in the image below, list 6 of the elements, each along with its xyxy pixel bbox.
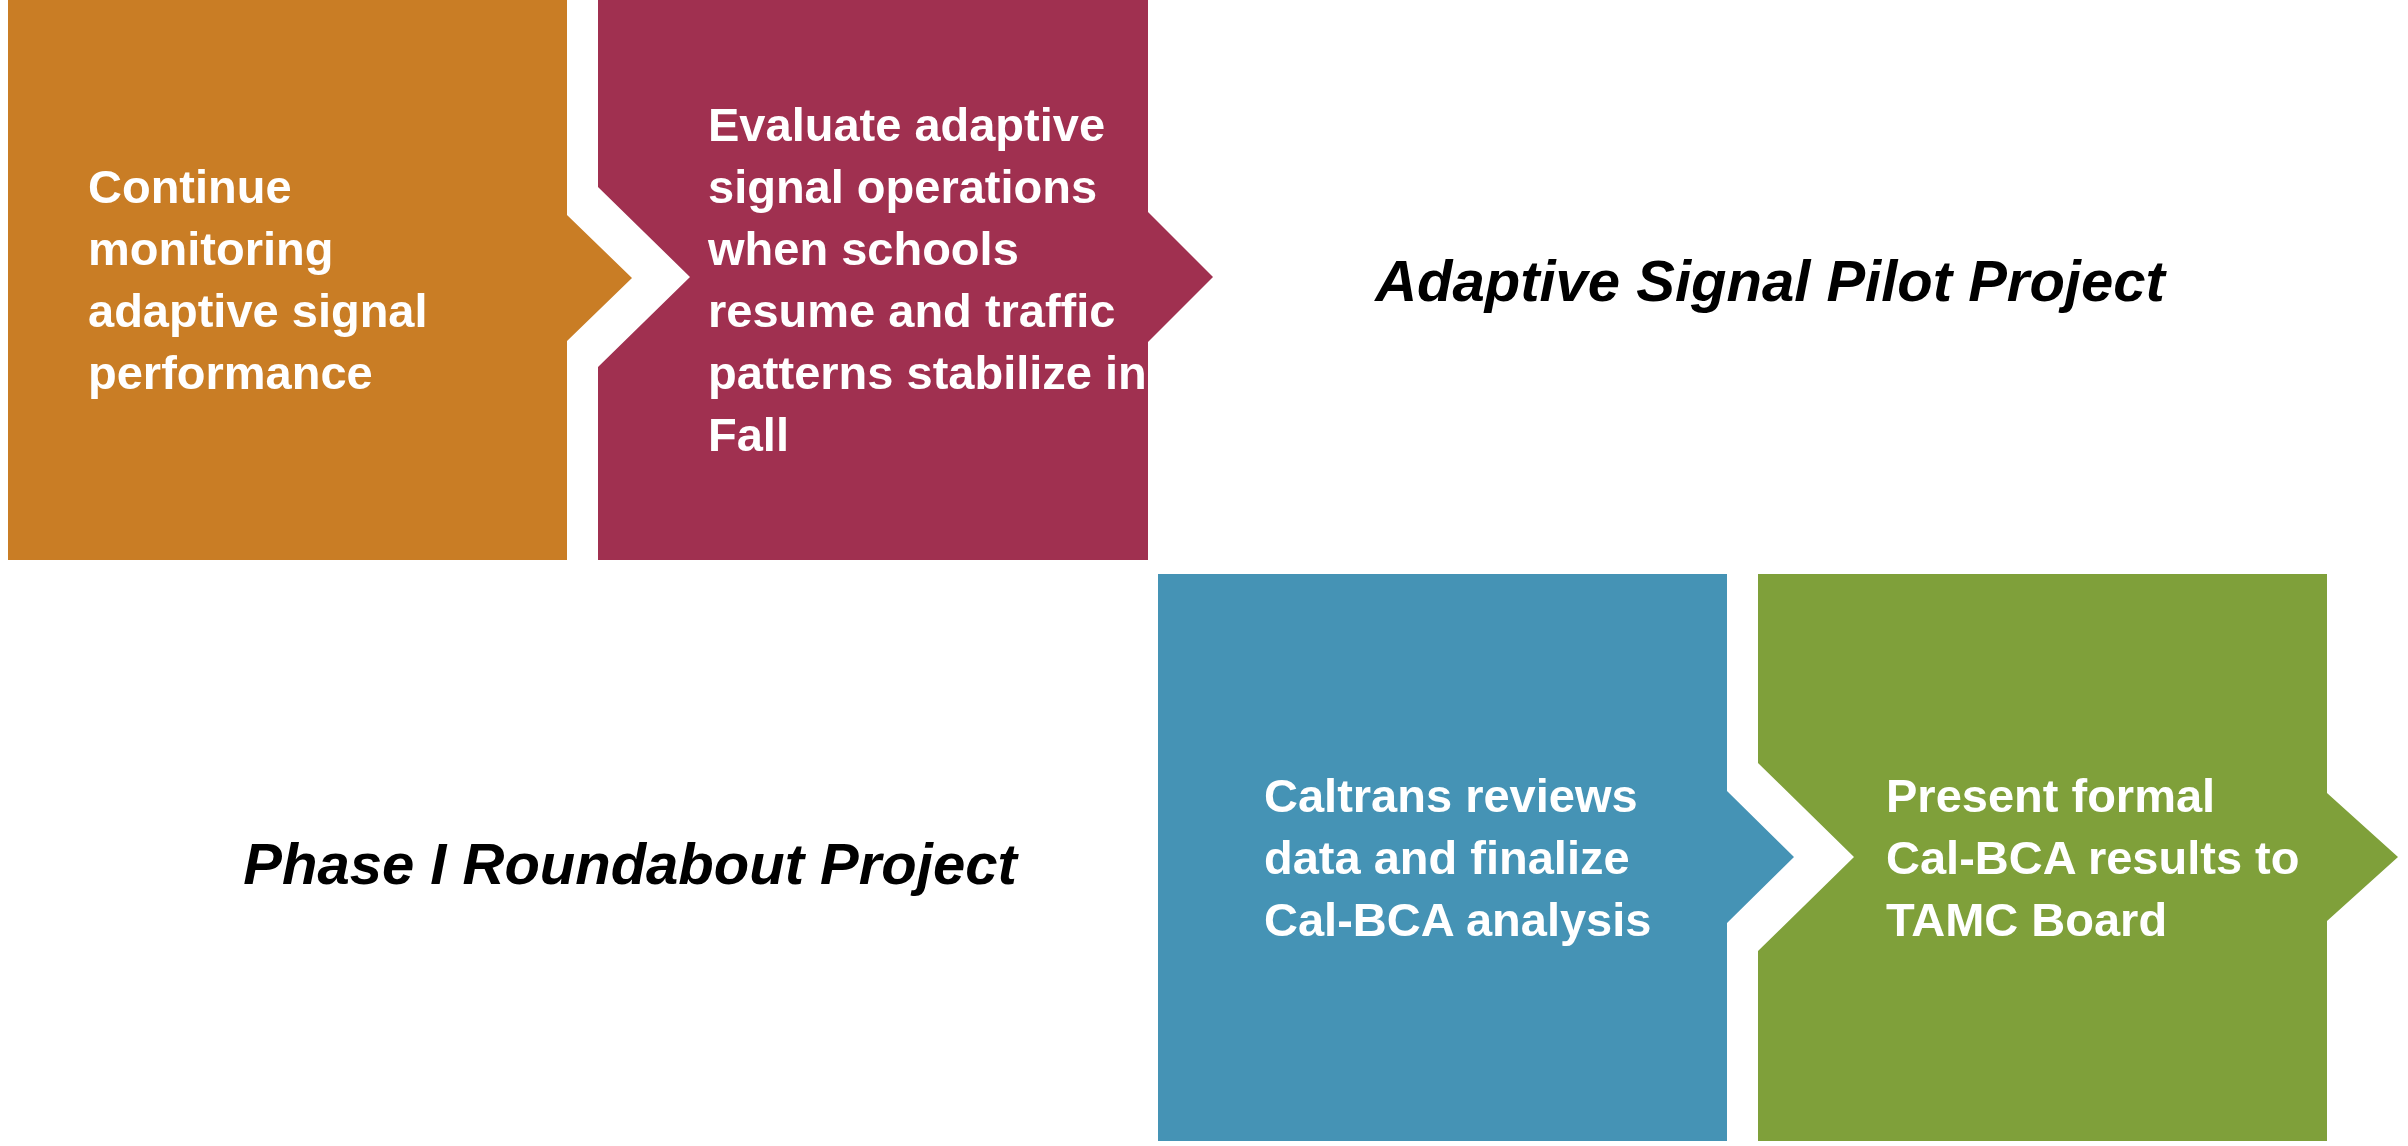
step-text: Evaluate adaptive signal operations when schools resume and traffic patterns stabilize in Fall bbox=[708, 97, 1148, 463]
step-text: Continue monitoring adaptive signal performance bbox=[88, 159, 429, 401]
section-title: Adaptive Signal Pilot Project bbox=[1373, 247, 2168, 315]
step-text: Present formal Cal-BCA results to TAMC Board bbox=[1886, 767, 2301, 948]
step-text: Caltrans reviews data and finalize Cal-BCA analysis bbox=[1264, 767, 1653, 948]
section-title: Phase I Roundabout Project bbox=[242, 830, 1020, 898]
